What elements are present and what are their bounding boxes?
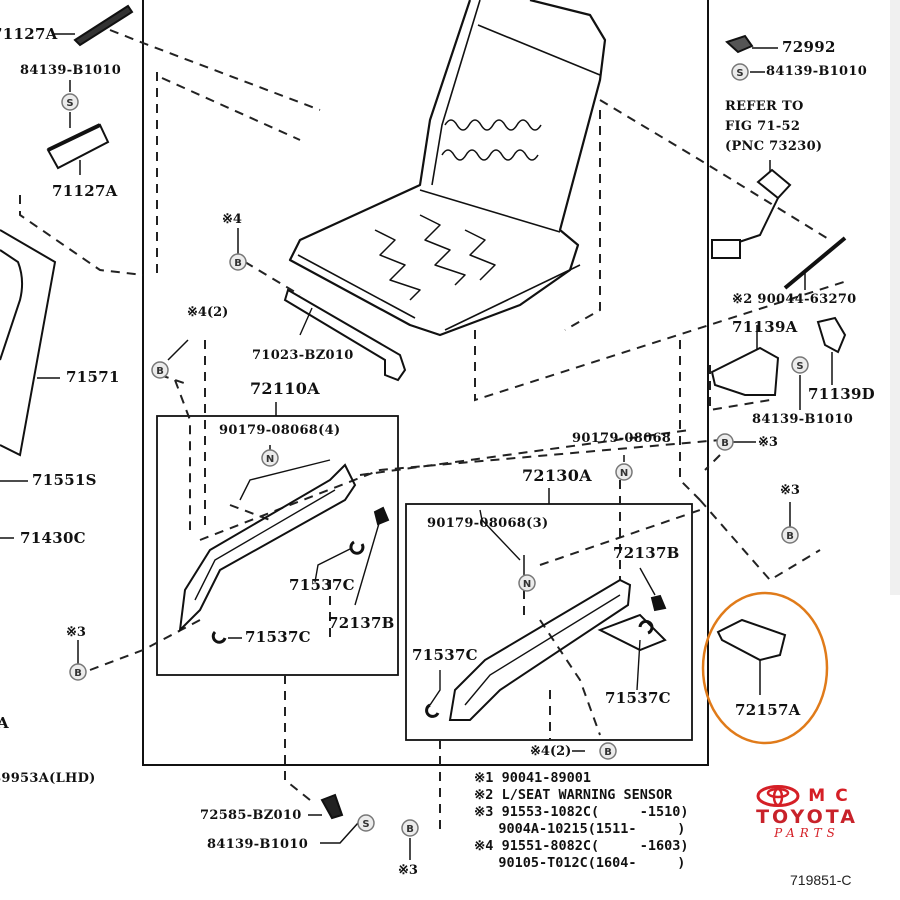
part-label-cut[interactable]: A	[0, 714, 9, 732]
part-label[interactable]: 89953A(LHD)	[0, 771, 96, 786]
part-label[interactable]: 90179-08068	[572, 431, 672, 446]
symbol-letter: B	[786, 531, 794, 542]
symbol-letter: N	[620, 468, 628, 479]
seat-frame	[288, 0, 607, 337]
symbol-letter: N	[266, 454, 274, 465]
bolt-b-symbol	[69, 663, 87, 681]
part-label[interactable]: 72585-BZ010	[200, 808, 302, 823]
reference-note[interactable]: FIG 71-52	[725, 119, 801, 134]
part-label[interactable]: 72110A	[250, 379, 320, 398]
symbol-letter: B	[74, 668, 82, 679]
part-label[interactable]: 90179-08068(4)	[219, 423, 341, 438]
symbol-letter: B	[604, 747, 612, 758]
note-mark: ※4(2)	[530, 744, 572, 759]
part-label[interactable]: 84139-B1010	[766, 64, 868, 79]
bolt-b-symbol	[229, 253, 247, 271]
note-mark: ※3	[66, 625, 86, 640]
note-mark: ※4(2)	[187, 305, 229, 320]
right-edge-band	[890, 0, 900, 595]
part-label[interactable]: 72137B	[328, 614, 395, 632]
footnote-legend: ※1 90041-89001 ※2 L/SEAT WARNING SENSOR …	[474, 770, 689, 872]
symbol-letter: S	[362, 819, 369, 830]
bolt-s-symbol	[731, 63, 749, 81]
part-71127A	[46, 4, 134, 175]
legend-row: 90105-T012C(1604- )	[498, 855, 686, 871]
logo-brand-text: TOYOTA	[756, 806, 858, 828]
part-72157A	[716, 618, 787, 695]
part-label[interactable]: 71537C	[605, 689, 671, 707]
reference-note: REFER TO	[725, 99, 804, 114]
note-mark: ※3	[780, 483, 800, 498]
part-label[interactable]: 71139D	[808, 385, 875, 403]
right-parts	[710, 34, 847, 528]
nut-n-symbol	[615, 463, 633, 481]
rod-71023	[283, 288, 407, 382]
legend-row: ※2 L/SEAT WARNING SENSOR	[474, 787, 673, 803]
bottom-parts	[77, 228, 585, 860]
fastener-symbols	[61, 63, 809, 837]
legend-row: ※3 91553-1082C( -1510)	[474, 804, 689, 820]
dash-line	[109, 29, 321, 111]
brand-logo: MC TOYOTA PARTS	[732, 785, 882, 839]
part-label[interactable]: 72130A	[522, 466, 592, 485]
part-label[interactable]: 71537C	[245, 628, 311, 646]
symbol-letter: B	[234, 258, 242, 269]
figure-code: 719851-C	[790, 872, 852, 888]
part-label[interactable]: 84139-B1010	[207, 837, 309, 852]
part-label[interactable]: 71430C	[20, 529, 86, 547]
bolt-b-symbol	[401, 819, 419, 837]
part-label[interactable]: 72137B	[613, 544, 680, 562]
nut-n-symbol	[261, 449, 279, 467]
panel-71571	[0, 229, 60, 539]
symbol-letter: N	[523, 579, 531, 590]
bolt-b-symbol	[599, 742, 617, 760]
note-mark: ※3	[758, 435, 778, 450]
symbol-letter: B	[721, 438, 729, 449]
track-box-left	[156, 415, 399, 676]
part-label[interactable]: 71537C	[412, 646, 478, 664]
symbol-letter: B	[156, 366, 164, 377]
part-label[interactable]: 71551S	[32, 471, 97, 489]
part-label[interactable]: 71127A	[0, 25, 58, 43]
part-label[interactable]: 71139A	[732, 318, 798, 336]
note-part-label[interactable]: ※2 90044-63270	[732, 292, 857, 307]
note-mark: ※3	[398, 863, 418, 878]
logo-sub-text: PARTS	[774, 826, 840, 840]
main-frame	[142, 0, 709, 766]
bolt-s-symbol	[791, 356, 809, 374]
part-label[interactable]: 71127A	[52, 182, 118, 200]
highlight-circle	[701, 591, 829, 745]
logo-mc-text: MC	[808, 785, 858, 806]
bolt-s-symbol	[61, 93, 79, 111]
bolt-s-symbol	[357, 814, 375, 832]
note-mark: ※4	[222, 212, 242, 227]
toyota-emblem-icon	[756, 785, 800, 807]
part-label[interactable]: 71537C	[289, 576, 355, 594]
nut-n-symbol	[518, 574, 536, 592]
legend-row: ※4 91551-8082C( -1603)	[474, 838, 689, 854]
part-label[interactable]: 71571	[66, 368, 120, 386]
symbol-letter: S	[736, 68, 743, 79]
legend-row: 9004A-10215(1511- )	[498, 821, 686, 837]
part-label[interactable]: 90179-08068(3)	[427, 516, 549, 531]
symbol-letter: S	[796, 361, 803, 372]
bolt-b-symbol	[781, 526, 799, 544]
bolt-b-symbol	[716, 433, 734, 451]
symbol-letter: S	[66, 98, 73, 109]
symbol-letter: B	[406, 824, 414, 835]
part-label[interactable]: 84139-B1010	[752, 412, 854, 427]
part-label-highlighted[interactable]: 72157A	[735, 701, 801, 719]
reference-note: (PNC 73230)	[725, 139, 823, 154]
bolt-b-symbol	[151, 361, 169, 379]
part-label[interactable]: 71023-BZ010	[252, 348, 354, 363]
part-label[interactable]: 84139-B1010	[20, 63, 122, 78]
part-label[interactable]: 72992	[782, 38, 836, 56]
seat-track-right	[425, 455, 667, 721]
legend-row: ※1 90041-89001	[474, 770, 591, 786]
seat-track-left	[178, 445, 390, 644]
